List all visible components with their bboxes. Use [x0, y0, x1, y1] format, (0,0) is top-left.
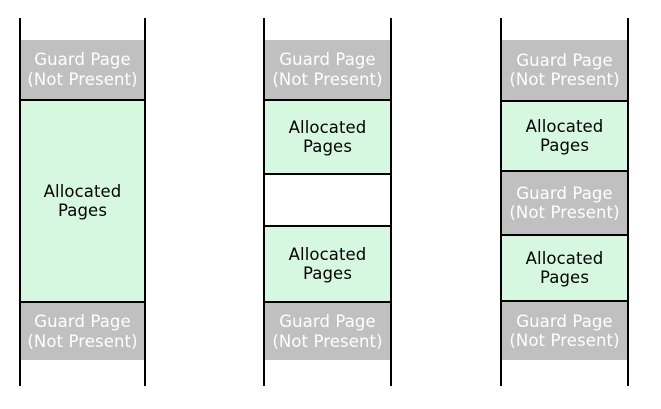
- column-3-segment-4-line-2: Pages: [539, 268, 590, 287]
- column-1-segment-guard-1: Guard Page(Not Present): [21, 40, 144, 101]
- column-2-segment-4-line-2: Pages: [302, 264, 353, 283]
- column-1-segment-2-line-2: Pages: [57, 201, 108, 220]
- column-2-segment-1-line-1: Guard Page: [279, 50, 376, 70]
- column-3-segment-3-line-1: Guard Page: [516, 183, 613, 203]
- column-2-segment-1-line-2: (Not Present): [272, 69, 383, 89]
- column-3-segment-1-line-1: Guard Page: [516, 50, 613, 70]
- column-1-segment-guard-3: Guard Page(Not Present): [21, 303, 144, 360]
- column-2-segment-empty-3: [265, 175, 390, 227]
- column-3-segment-guard-3: Guard Page(Not Present): [502, 172, 627, 236]
- column-2-segment-2-line-1: Allocated: [288, 117, 367, 137]
- column-1-segment-3-line-1: Guard Page: [34, 312, 131, 332]
- column-2-segment-5-line-2: (Not Present): [272, 331, 383, 351]
- column-3-segment-3-line-2: (Not Present): [509, 203, 620, 222]
- column-3-segment-4-line-1: Allocated: [525, 248, 604, 268]
- column-1-segment-3-line-2: (Not Present): [27, 331, 138, 351]
- column-2-segment-guard-5: Guard Page(Not Present): [265, 303, 390, 360]
- column-3-segment-1-line-2: (Not Present): [509, 70, 620, 89]
- column-3-segment-5-line-2: (Not Present): [509, 331, 620, 350]
- column-1-segment-1-line-1: Guard Page: [34, 50, 131, 70]
- column-2-segment-2-line-2: Pages: [302, 137, 353, 156]
- column-3-segment-2-line-2: Pages: [539, 136, 590, 155]
- column-2-segment-4-line-1: Allocated: [288, 244, 367, 264]
- column-3-segment-5-line-1: Guard Page: [516, 311, 613, 331]
- column-1-segment-2-line-1: Allocated: [43, 181, 122, 201]
- column-2-segment-5-line-1: Guard Page: [279, 312, 376, 332]
- column-3-segment-2-line-1: Allocated: [525, 116, 604, 136]
- column-3-segment-guard-1: Guard Page(Not Present): [502, 40, 627, 102]
- column-2-segment-guard-1: Guard Page(Not Present): [265, 40, 390, 101]
- column-1-segment-1-line-2: (Not Present): [27, 69, 138, 89]
- column-3-segment-guard-5: Guard Page(Not Present): [502, 302, 627, 360]
